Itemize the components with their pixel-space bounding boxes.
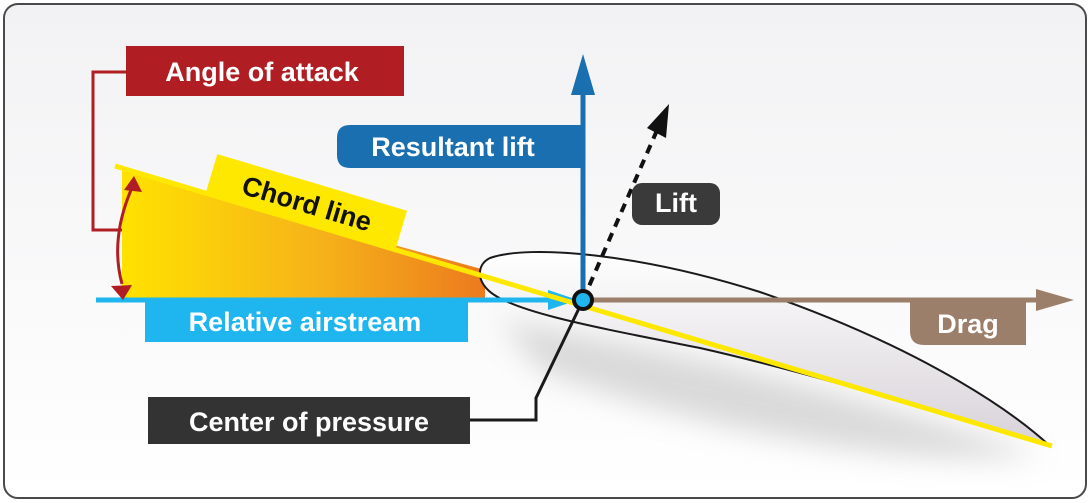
relative-airstream-label-box (145, 300, 468, 342)
center-of-pressure-label-box (148, 397, 470, 444)
resultant-lift-label-box (337, 125, 583, 168)
drag-arrowhead (1036, 289, 1074, 311)
lift-label-box (632, 183, 720, 225)
angle-arc-arrowhead-bottom (111, 285, 132, 300)
center-of-pressure-point (572, 289, 594, 311)
center-of-pressure-label: Center of pressure (189, 407, 429, 437)
drag-label: Drag (937, 309, 999, 339)
relative-airstream-label: Relative airstream (189, 307, 422, 337)
angle-arc-arrowhead-top (124, 176, 142, 192)
center-of-pressure-leader (470, 299, 585, 422)
resultant-lift-label: Resultant lift (371, 132, 535, 162)
angle-of-attack-bracket (91, 70, 128, 232)
angle-of-attack-arc (116, 189, 133, 285)
chord-line-label-box (206, 154, 408, 249)
resultant-lift-arrowhead (571, 54, 595, 95)
lift-label: Lift (655, 188, 697, 218)
airfoil-shadow (500, 320, 1040, 459)
angle-of-attack-label-box (126, 46, 404, 96)
angle-wedge (122, 170, 485, 300)
lift-arrowhead (647, 104, 669, 138)
angle-of-attack-label: Angle of attack (165, 57, 360, 87)
drag-label-box (910, 300, 1026, 345)
